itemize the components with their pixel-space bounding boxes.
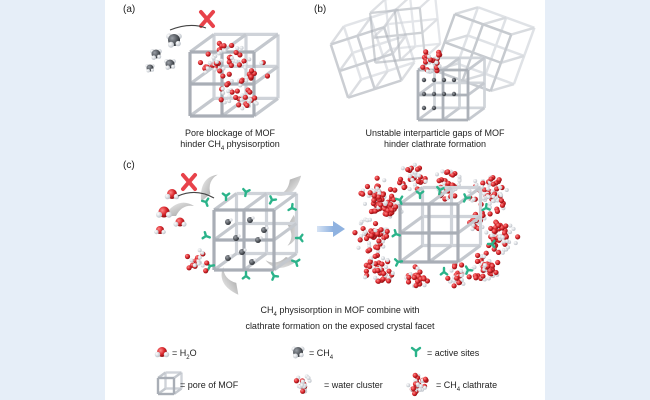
panel-a-blocked-arrow	[169, 24, 207, 31]
panel-a-caption-line2: hinder CH4 physisorption	[180, 139, 280, 152]
panel-c-left-swirls	[164, 174, 302, 295]
legend-active-sites-label: = active sites	[427, 348, 480, 358]
panel-c-transition-arrow	[317, 221, 345, 237]
panel-a-caption: Pore blockage of MOF hinder CH4 physisor…	[155, 128, 305, 155]
legend-clathrate-icon	[406, 372, 429, 397]
panel-c-left-water	[154, 189, 210, 274]
panel-a-label: (a)	[123, 4, 136, 15]
panel-b-caption: Unstable interparticle gaps of MOF hinde…	[350, 128, 520, 150]
panel-c-left-active-sites	[200, 187, 304, 281]
panel-b-caption-line2: hinder clathrate formation	[383, 139, 487, 149]
legend-pore-icon	[156, 371, 183, 396]
panel-c-right-clathrates	[352, 162, 521, 289]
panel-a-pore-water	[197, 40, 271, 111]
panel-a-caption-line1: Pore blockage of MOF	[184, 128, 276, 138]
panel-b-label: (b)	[314, 4, 327, 15]
panel-c-caption: CH4 physisorption in MOF combine with cl…	[230, 305, 450, 332]
legend-water-label: = H2O	[172, 348, 197, 361]
legend-active-site-icon	[410, 346, 422, 358]
panel-a-methane-group	[145, 33, 182, 73]
panel-c-right-active-sites	[391, 185, 496, 276]
panel-a-blocked-icon	[199, 10, 215, 28]
panel-c-left-methane	[225, 216, 269, 265]
legend-water-cluster-icon	[293, 374, 312, 394]
legend-methane-icon	[291, 346, 305, 359]
panel-b-stacked-cubes	[329, 0, 536, 122]
panel-c-label: (c)	[123, 160, 135, 171]
legend-water-icon	[154, 347, 170, 358]
panel-c-caption-line1: CH4 physisorption in MOF combine with	[260, 305, 420, 318]
panel-c-right-cube	[398, 185, 483, 264]
legend-water-cluster-label: = water cluster	[324, 380, 383, 390]
legend-methane-label: = CH4	[309, 348, 334, 361]
panel-b-gap-water	[420, 49, 443, 74]
legend-clathrate-label: = CH4 clathrate	[436, 380, 498, 393]
panel-c-caption-line2: clathrate formation on the exposed cryst…	[245, 320, 435, 331]
legend-pore-label: = pore of MOF	[180, 380, 239, 390]
panel-c-blocked-arrow	[177, 191, 215, 199]
panel-b-caption-line1: Unstable interparticle gaps of MOF	[365, 128, 505, 138]
panel-c-blocked-icon	[181, 173, 197, 191]
